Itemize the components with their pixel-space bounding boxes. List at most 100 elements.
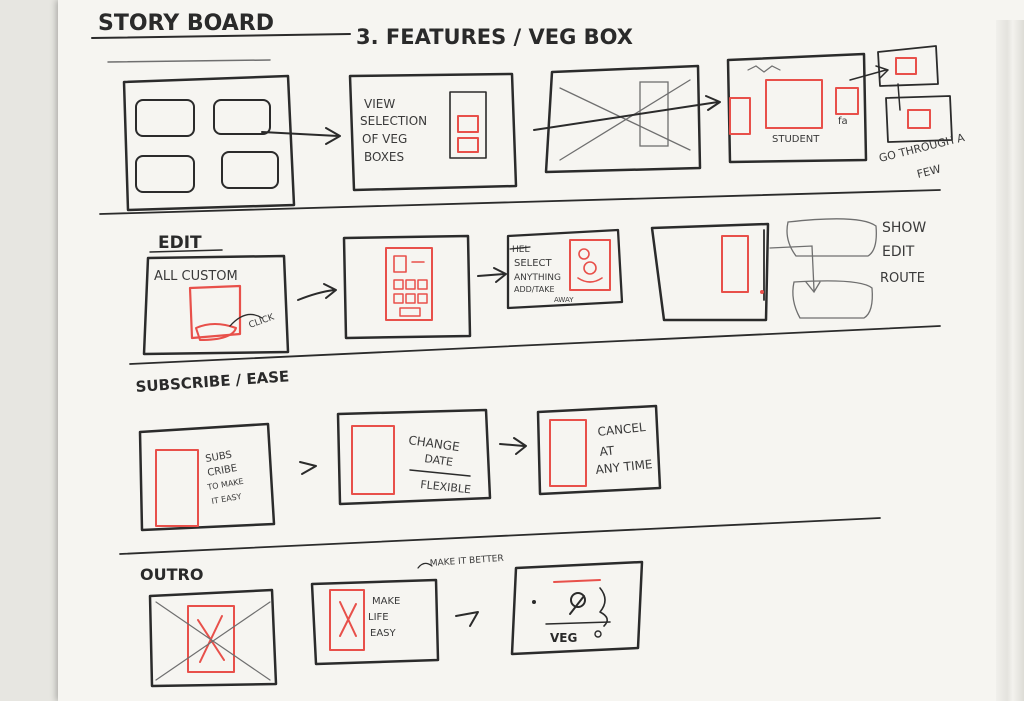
- panel-text-line: LIFE: [368, 612, 389, 623]
- annotation: MAKE IT BETTER: [430, 554, 505, 569]
- cross-line: [559, 79, 691, 161]
- tile: [135, 155, 195, 193]
- phone-frame: [449, 91, 487, 159]
- tile: [393, 279, 404, 290]
- page-subtitle: 3. FEATURES / VEG BOX: [356, 25, 633, 49]
- cross-icon: [339, 601, 357, 637]
- section-title-outro: OUTRO: [140, 565, 203, 584]
- row3-panel-3: [536, 404, 662, 496]
- row-3: SUBSCRIBE / EASE SUBS CRIBE TO MAKE IT E…: [119, 367, 881, 555]
- storyboard-sheet: [58, 0, 1024, 701]
- phone-highlight: [549, 419, 587, 487]
- panel-text-line: MAKE: [372, 596, 400, 607]
- mini-screen: [885, 95, 953, 143]
- row2-note: EDIT: [882, 244, 915, 260]
- box-highlight: [835, 87, 859, 115]
- box-highlight: [907, 109, 931, 129]
- tile: [417, 279, 428, 290]
- box-highlight: [765, 79, 823, 129]
- panel-text-line: SELECT: [514, 258, 553, 269]
- arrow-icon: [477, 267, 507, 283]
- route-arrow: [769, 245, 821, 294]
- phone-highlight: [329, 589, 365, 651]
- section-title-edit: EDIT: [158, 233, 202, 253]
- panel-text-line: BOXES: [364, 150, 404, 164]
- row1-note: GO THROUGH A: [878, 131, 967, 165]
- scribble-mark: fa: [838, 116, 848, 127]
- panel-text-line: IT EASY: [211, 492, 242, 506]
- panel-text-line: OF VEG: [362, 132, 407, 146]
- crossed-word: HEL: [512, 245, 529, 255]
- arrow-icon: [261, 127, 341, 145]
- box-highlight: [895, 57, 917, 75]
- row2-note: ROUTE: [880, 271, 925, 286]
- button-highlight: [195, 323, 237, 341]
- title-underline: [149, 249, 223, 253]
- tile: [393, 293, 404, 304]
- tile: [135, 99, 195, 137]
- paper-stack-edge: [996, 20, 1024, 701]
- panel-text-line: AT: [599, 443, 616, 459]
- phone-highlight: [155, 449, 199, 527]
- panel-label: STUDENT: [772, 134, 820, 145]
- panel-text: ALL CUSTOM: [154, 269, 238, 284]
- panel-text-line: ANY TIME: [595, 457, 653, 477]
- strike-line: [509, 246, 531, 250]
- box-highlight: [729, 97, 751, 135]
- row-divider: [99, 189, 941, 215]
- panel-text-line: VIEW: [364, 97, 395, 111]
- cross-line: [559, 87, 691, 151]
- row-2: EDIT ALL CUSTOM CLICK HEL SELECT ANYTHIN…: [129, 218, 941, 365]
- row3-panel-2: [336, 408, 492, 506]
- row2-panel-2: [342, 234, 472, 340]
- arrow-icon: [299, 461, 317, 475]
- dot: [760, 290, 764, 294]
- arrow-icon: [499, 437, 527, 455]
- tile: [399, 307, 421, 317]
- item-icon: [570, 592, 586, 608]
- panel-text-line: SUBS: [205, 449, 233, 464]
- panel-text-line: TO MAKE: [206, 477, 244, 492]
- row-4: OUTRO MAKE LIFE EASY MAKE IT BETTER VEG: [140, 554, 644, 688]
- page-title: STORY BOARD: [98, 11, 274, 36]
- phone-highlight: [569, 239, 611, 291]
- box-highlight: [457, 137, 479, 153]
- item-icon: [578, 248, 590, 260]
- red-line: [553, 579, 601, 583]
- phone-highlight: [187, 605, 235, 673]
- panel-text-line: AWAY: [554, 296, 574, 304]
- tile: [405, 279, 416, 290]
- panel-label: VEG: [550, 631, 577, 645]
- pointer-line: [417, 562, 433, 569]
- item-icon: [577, 277, 603, 283]
- title-underline: [91, 33, 351, 39]
- scribble: [747, 65, 781, 73]
- row2-panel-1: [142, 254, 290, 356]
- row4-panel-2: [310, 578, 440, 666]
- phone-highlight: [385, 247, 433, 321]
- tile: [405, 293, 416, 304]
- arrow-icon: [533, 95, 721, 131]
- tile: [417, 293, 428, 304]
- pointer-line: [229, 313, 263, 327]
- header-rule: [107, 59, 271, 63]
- tile: [213, 99, 271, 135]
- row-divider: [119, 517, 881, 555]
- panel-text-line: EASY: [370, 628, 397, 639]
- panel-text-line: CANCEL: [597, 420, 647, 439]
- row-divider: [129, 325, 941, 365]
- section-title-subscribe: SUBSCRIBE / EASE: [135, 367, 290, 396]
- row1-panel-2: [348, 72, 518, 192]
- panel-text-line: SELECTION: [360, 114, 427, 128]
- row2-note: SHOW: [882, 220, 926, 236]
- arrow-icon: [849, 65, 889, 81]
- box-highlight: [721, 235, 749, 293]
- row3-panel-1: [138, 422, 276, 532]
- row4-panel-1: [148, 588, 278, 688]
- row1-panel-3: [544, 64, 702, 174]
- divider: [545, 621, 611, 625]
- dot: [532, 600, 536, 604]
- item-icon: [599, 587, 608, 627]
- panel-text-line: DATE: [424, 452, 454, 469]
- panel-text-line: ANYTHING: [514, 273, 561, 283]
